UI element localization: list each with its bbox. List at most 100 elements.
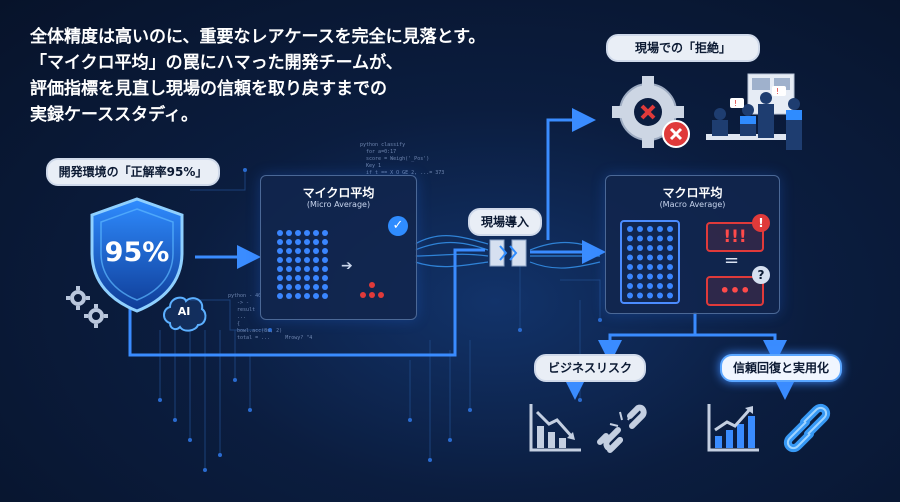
grid-dot [627, 273, 633, 280]
grid-dot [277, 293, 283, 299]
grid-dot [637, 283, 643, 289]
svg-text:!: ! [734, 99, 737, 108]
grid-dot [304, 248, 310, 254]
grid-dot [313, 230, 319, 236]
grid-dot [322, 284, 328, 290]
grid-dot [667, 226, 673, 232]
grid-dot [304, 284, 310, 290]
grid-dot [627, 292, 633, 299]
grid-dot [286, 284, 292, 290]
grid-dot [295, 293, 301, 299]
grid-dot [286, 248, 292, 254]
grid-dot [627, 226, 633, 232]
grid-dot [667, 273, 673, 280]
grid-dot [647, 235, 653, 242]
grid-dot [647, 264, 653, 270]
grid-dot [286, 275, 292, 281]
headline-line-2: 「マイクロ平均」の罠にハマった開発チームが、 [30, 53, 403, 73]
grid-dot [286, 257, 292, 263]
headline: 全体精度は高いのに、重要なレアケースを完全に見落とす。 「マイクロ平均」の罠にハ… [30, 24, 500, 128]
grid-dot [313, 284, 319, 290]
headline-line-4: 実録ケーススタディ。 [30, 105, 198, 125]
grid-dot [657, 254, 663, 261]
grid-dot [286, 293, 292, 299]
grid-dot [322, 230, 328, 236]
link-icon [776, 398, 838, 458]
grid-dot [277, 248, 283, 254]
grid-dot [637, 226, 643, 232]
grid-dot [647, 254, 653, 261]
macro-average-card: マクロ平均 (Macro Average) !!! ! = ••• ? [605, 175, 780, 314]
grid-dot [647, 226, 653, 232]
gear-icon [62, 280, 112, 330]
grid-dot [637, 245, 643, 251]
grid-dot [286, 239, 292, 245]
brain-icon: AI [160, 293, 208, 333]
grid-dot [637, 292, 643, 299]
ai-label: AI [177, 305, 191, 318]
business-risk-label: ビジネスリスク [534, 354, 646, 382]
grid-dot [667, 283, 673, 289]
grid-dot [286, 230, 292, 236]
grid-dot [313, 293, 319, 299]
code-snippet-bottom: python - 40 -> - result ... { bowl.acc(8… [228, 293, 313, 341]
grid-dot [313, 248, 319, 254]
grid-dot [322, 248, 328, 254]
grid-dot [313, 266, 319, 272]
grid-dot [295, 266, 301, 272]
dots-text: ••• [719, 281, 751, 300]
grid-dot [637, 273, 643, 280]
grid-dot [322, 257, 328, 263]
grid-dot [277, 266, 283, 272]
grid-dot [657, 292, 663, 299]
headline-line-3: 評価指標を見直し現場の信頼を取り戻すまでの [30, 79, 387, 99]
grid-dot [657, 226, 663, 232]
check-icon: ✓ [388, 216, 408, 236]
grid-dot [637, 254, 643, 261]
grid-dot [627, 245, 633, 251]
rejection-label: 現場での「拒絶」 [606, 34, 760, 62]
micro-card-title: マイクロ平均 [302, 186, 375, 200]
grid-dot [277, 239, 283, 245]
grid-dot [627, 264, 633, 270]
grid-dot [657, 245, 663, 251]
svg-text:!: ! [776, 87, 779, 96]
alert-icon: ! [752, 214, 770, 232]
grid-dot [637, 235, 643, 242]
deploy-label: 現場導入 [468, 208, 542, 236]
grid-dot [295, 230, 301, 236]
grid-dot [322, 239, 328, 245]
grid-dot [304, 257, 310, 263]
grid-dot [277, 257, 283, 263]
alert-text: !!! [723, 227, 747, 247]
grid-dot [647, 245, 653, 251]
grid-dot [667, 245, 673, 251]
deploy-gate-icon [488, 238, 528, 268]
grid-dot [657, 273, 663, 280]
micro-card-subtitle: (Micro Average) [306, 200, 371, 209]
headline-line-1: 全体精度は高いのに、重要なレアケースを完全に見落とす。 [30, 27, 486, 47]
grid-dot [322, 275, 328, 281]
arrow-right-icon: ➔ [341, 258, 353, 274]
team-icon: !! [700, 72, 810, 162]
grid-dot [277, 284, 283, 290]
grid-dot [295, 257, 301, 263]
grid-dot [657, 235, 663, 242]
grid-dot [627, 254, 633, 261]
shield-icon: 95% [82, 195, 192, 315]
grid-dot [322, 293, 328, 299]
grid-dot [313, 275, 319, 281]
grid-dot [304, 230, 310, 236]
grid-dot [295, 239, 301, 245]
grid-dot [277, 230, 283, 236]
shield-value: 95% [104, 237, 170, 268]
rising-chart-icon [705, 402, 761, 454]
dev-env-label: 開発環境の「正解率95%」 [46, 158, 220, 186]
trust-recovery-label: 信頼回復と実用化 [720, 354, 842, 382]
question-icon: ? [752, 266, 770, 284]
dot-grid-blue [275, 228, 335, 304]
grid-dot [637, 264, 643, 270]
grid-dot [313, 239, 319, 245]
grid-dot [295, 248, 301, 254]
